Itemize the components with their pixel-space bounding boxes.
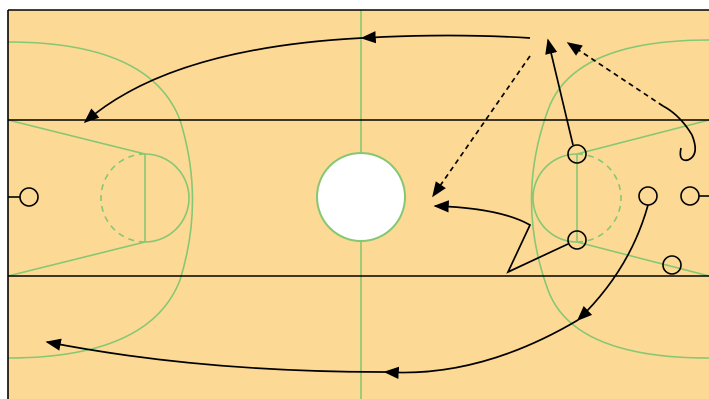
cut-arrow (45, 338, 386, 373)
right-free-throw-arc (532, 153, 578, 243)
right-key (576, 119, 709, 277)
cut-arrow (360, 31, 531, 44)
cut-arrow (83, 37, 363, 124)
left-free-throw-arc-dashed (100, 153, 146, 243)
player-marker (567, 144, 587, 164)
player-marker (567, 230, 587, 250)
court-markings (7, 10, 709, 399)
player-marker (662, 255, 682, 275)
cut-arrow (545, 38, 574, 146)
player-markers (567, 144, 709, 275)
pass-arrow (432, 55, 531, 198)
left-free-throw-arc (144, 153, 190, 243)
right-free-throw-arc-dashed (576, 153, 622, 243)
cut-arrow (576, 204, 649, 322)
cut-arrow (662, 105, 697, 162)
pass-arrow (566, 42, 664, 107)
cut-arrow (383, 319, 579, 379)
cut-arrow (433, 200, 569, 274)
left-basket (8, 187, 39, 207)
movement-arrows (45, 31, 697, 379)
pass-arrows (432, 42, 664, 198)
court-frame (7, 9, 709, 399)
left-key (7, 119, 146, 277)
center-circle (316, 152, 406, 242)
left-three-point-line (7, 41, 194, 359)
lane-boundary-lines (8, 119, 709, 277)
right-three-point-line (530, 39, 709, 359)
